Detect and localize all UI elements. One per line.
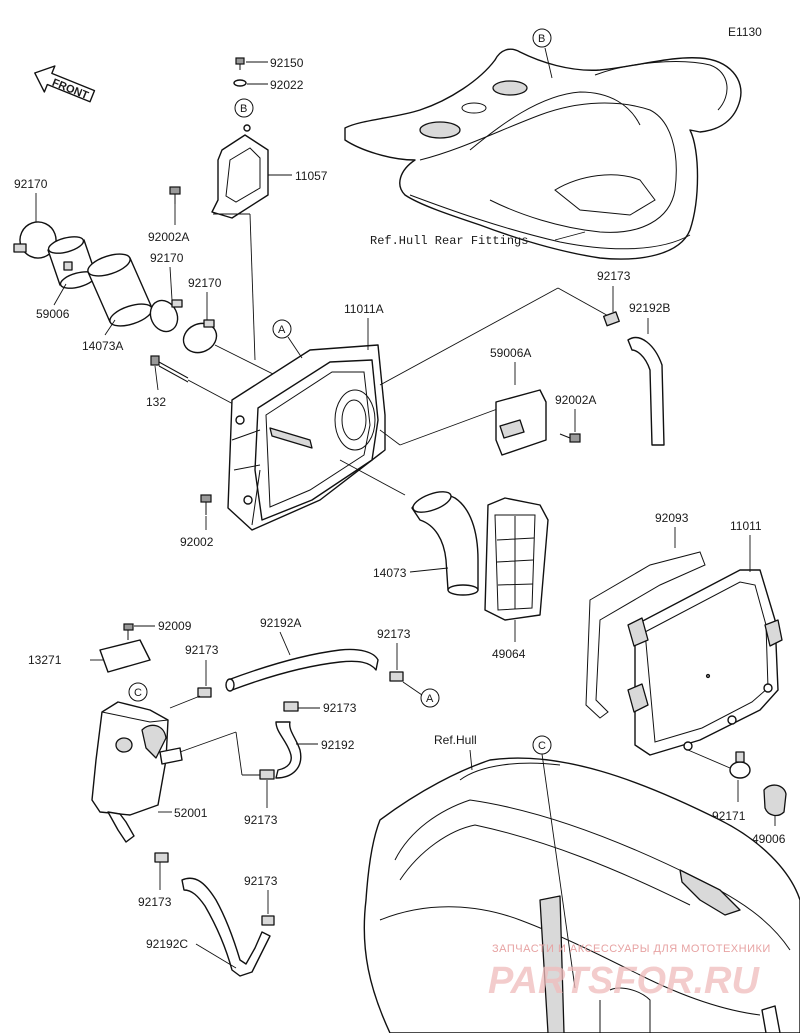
hose-92192: [275, 721, 302, 779]
label-49006: 49006: [752, 832, 786, 846]
svg-text:C: C: [538, 740, 546, 752]
label-92009: 92009: [158, 619, 192, 633]
hose-92192a: [225, 648, 379, 692]
bolt-92150: [235, 57, 245, 70]
bolt-132: [150, 355, 189, 383]
label-14073: 14073: [373, 566, 407, 580]
clamp-92173-bottom: [261, 915, 275, 926]
washer-92022: [233, 79, 247, 87]
label-59006: 59006: [36, 307, 70, 321]
label-14073a: 14073A: [82, 339, 123, 353]
label-92022: 92022: [270, 78, 304, 92]
hull-rear-fittings: [344, 48, 742, 260]
hose-92192b: [627, 337, 665, 446]
clamp-92173-a: [389, 671, 404, 682]
label-92150: 92150: [270, 56, 304, 70]
bolt-92002a-right: [559, 433, 581, 443]
label-92173-left: 92173: [185, 643, 219, 657]
label-92173-a: 92173: [377, 627, 411, 641]
bolt-92002a-top: [169, 186, 181, 204]
label-11011a: 11011A: [344, 302, 384, 316]
label-132: 132: [146, 395, 166, 409]
watermark-caption: ЗАПЧАСТИ И АКСЕССУАРЫ ДЛЯ МОТОТЕХНИКИ: [492, 943, 771, 955]
label-92093: 92093: [655, 511, 689, 525]
ref-a-hose: A: [420, 688, 440, 708]
bracket-13271: [99, 639, 151, 673]
ref-b-bracket: B: [234, 98, 254, 118]
label-92173-lower: 92173: [244, 813, 278, 827]
bolt-92009: [123, 623, 134, 640]
screen-49064: [484, 497, 549, 621]
label-92192c: 92192C: [146, 937, 188, 951]
label-92173-bottom: 92173: [244, 874, 278, 888]
bracket-11057: [211, 124, 269, 219]
hull: [363, 757, 800, 1033]
label-92173-top: 92173: [597, 269, 631, 283]
clamp-92173-top: [603, 311, 620, 327]
label-11057: 11057: [295, 169, 328, 183]
svg-text:B: B: [538, 33, 545, 45]
svg-text:A: A: [426, 693, 434, 705]
label-92170-right: 92170: [188, 276, 222, 290]
ref-b-top: B: [532, 28, 552, 48]
label-92192a: 92192A: [260, 616, 301, 630]
svg-text:B: B: [240, 103, 247, 115]
label-11011: 11011: [730, 519, 762, 533]
bolt-92002: [200, 494, 212, 515]
ref-hull-rear-fittings-label: Ref.Hull Rear Fittings: [370, 234, 528, 248]
clamp-92170-right: [182, 319, 218, 354]
svg-text:A: A: [278, 324, 286, 336]
label-92002a-right: 92002A: [555, 393, 596, 407]
clamp-92173-left: [197, 687, 212, 698]
label-92173-bottom-left: 92173: [138, 895, 172, 909]
diagram-code: E1130: [728, 25, 762, 39]
clamp-92170-mid: [149, 299, 183, 333]
svg-text:C: C: [134, 687, 142, 699]
clamp-92170-left: [13, 221, 57, 259]
label-92192b: 92192B: [629, 301, 670, 315]
ref-a-airbox: A: [272, 319, 292, 339]
front-arrow-icon: FRONT: [34, 65, 96, 103]
gasket-59006a: [495, 389, 547, 456]
duct-14073a: [87, 253, 153, 327]
label-52001: 52001: [174, 806, 208, 820]
label-92173-mid: 92173: [323, 701, 357, 715]
duct-14073: [411, 491, 479, 596]
label-92192: 92192: [321, 738, 355, 752]
gasket-92093: [585, 551, 706, 719]
air-box-11011a: [227, 344, 386, 531]
clamp-92171: [729, 751, 751, 779]
label-92002: 92002: [180, 535, 214, 549]
label-92002a-top: 92002A: [148, 230, 189, 244]
ref-hull-label: Ref.Hull: [434, 733, 477, 747]
label-49064: 49064: [492, 647, 526, 661]
clamp-92173-bottom-left: [154, 852, 169, 863]
ref-c-tank: C: [128, 682, 148, 702]
cover-11011: [627, 569, 783, 756]
hose-92192c: [181, 877, 271, 977]
ref-c-hull: C: [532, 735, 552, 755]
label-13271: 13271: [28, 653, 62, 667]
label-59006a: 59006A: [490, 346, 531, 360]
clamp-92173-lower: [259, 769, 275, 780]
clamp-92173-mid: [283, 701, 299, 712]
cap-49006: [763, 784, 787, 817]
tank-52001: [91, 701, 183, 843]
watermark-brand: PARTSFOR.RU: [488, 960, 760, 1002]
label-92170-mid: 92170: [150, 251, 184, 265]
label-92170-top: 92170: [14, 177, 48, 191]
boot-59006: [47, 236, 97, 289]
